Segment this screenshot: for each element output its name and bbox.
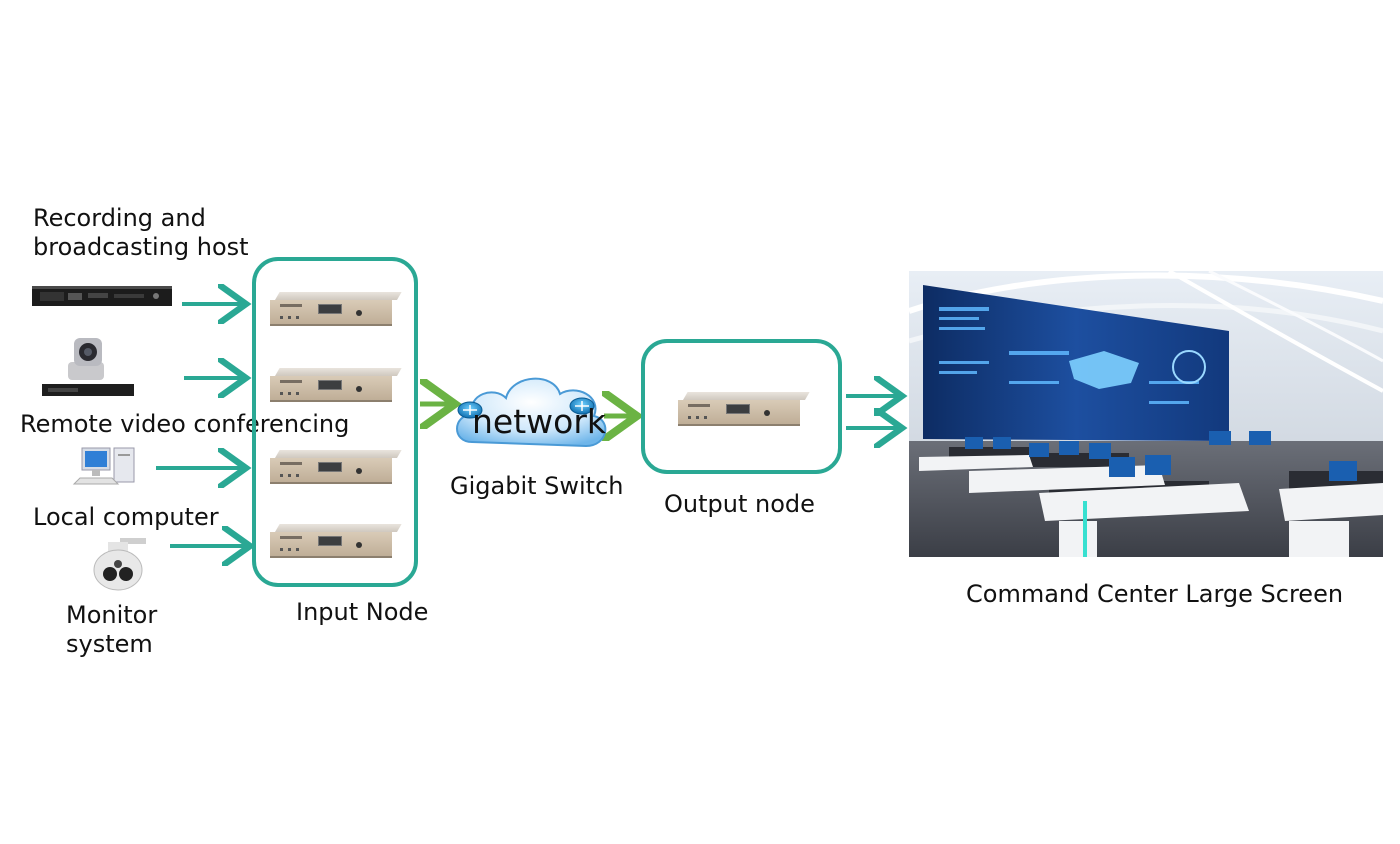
command-center-image [909, 271, 1383, 557]
output-node-label: Output node [664, 490, 815, 518]
network-cloud-text: network [472, 402, 607, 441]
input-node-device-2-icon [270, 368, 402, 402]
recording-host-label: Recording and broadcasting host [33, 204, 249, 261]
command-center-label: Command Center Large Screen [966, 580, 1344, 608]
input-node-device-4-icon [270, 524, 402, 558]
desktop-computer-icon [72, 446, 142, 490]
input-node-box [252, 257, 418, 587]
dome-camera-icon [86, 534, 150, 594]
ptz-camera-icon [40, 332, 136, 400]
input-node-label: Input Node [296, 598, 429, 626]
local-computer-label: Local computer [33, 503, 219, 531]
remote-conferencing-label: Remote video conferencing [20, 410, 350, 438]
network-cloud-icon [450, 366, 610, 462]
output-node-device-icon [678, 392, 810, 426]
input-node-device-1-icon [270, 292, 402, 326]
gigabit-switch-label: Gigabit Switch [450, 472, 624, 500]
recording-host-device-icon [32, 284, 172, 308]
monitor-system-label: Monitor system [66, 601, 158, 658]
input-node-device-3-icon [270, 450, 402, 484]
output-node-box [641, 339, 842, 474]
